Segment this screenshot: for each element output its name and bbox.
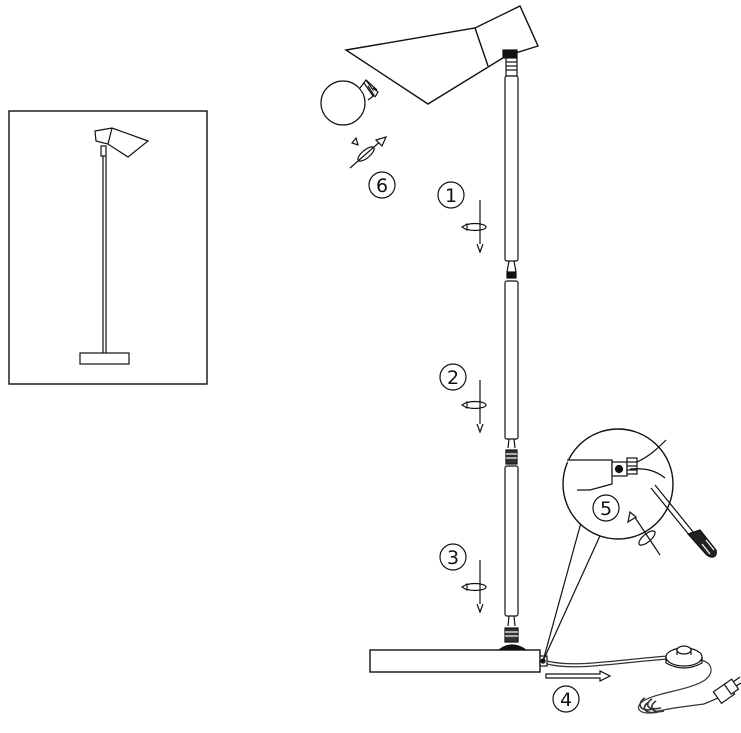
step-1-marker: 1	[437, 181, 465, 209]
pole-segment-lower	[504, 465, 519, 643]
power-plug	[703, 676, 741, 705]
screwdriver-icon	[650, 484, 717, 558]
assembled-lamp-preview	[8, 110, 208, 385]
rotate-arrow-step1-icon	[460, 200, 487, 254]
step-5-marker: 5	[592, 494, 620, 522]
step-4-marker: 4	[552, 685, 580, 713]
svg-text:6: 6	[376, 175, 388, 197]
lamp-base	[369, 644, 548, 673]
wiring-detail-callout	[542, 428, 674, 662]
step-3-marker: 3	[439, 543, 467, 571]
svg-text:2: 2	[447, 367, 459, 389]
pole-segment-middle	[504, 280, 519, 465]
rotate-arrow-step3-icon	[460, 560, 487, 614]
light-bulb	[320, 78, 379, 126]
svg-text:3: 3	[447, 547, 459, 569]
step-2-marker: 2	[439, 363, 467, 391]
rotate-arrow-step5-icon	[627, 510, 661, 556]
rotate-arrow-step2-icon	[460, 380, 487, 434]
push-arrow-icon	[545, 670, 612, 682]
svg-text:4: 4	[560, 689, 572, 711]
power-cord	[546, 655, 712, 714]
step-6-marker: 6	[368, 171, 396, 199]
svg-text:1: 1	[445, 185, 457, 207]
foot-switch	[665, 645, 703, 669]
pole-segment-upper	[504, 75, 519, 279]
rotate-arrow-step6-icon	[349, 136, 388, 169]
svg-text:5: 5	[600, 498, 612, 520]
